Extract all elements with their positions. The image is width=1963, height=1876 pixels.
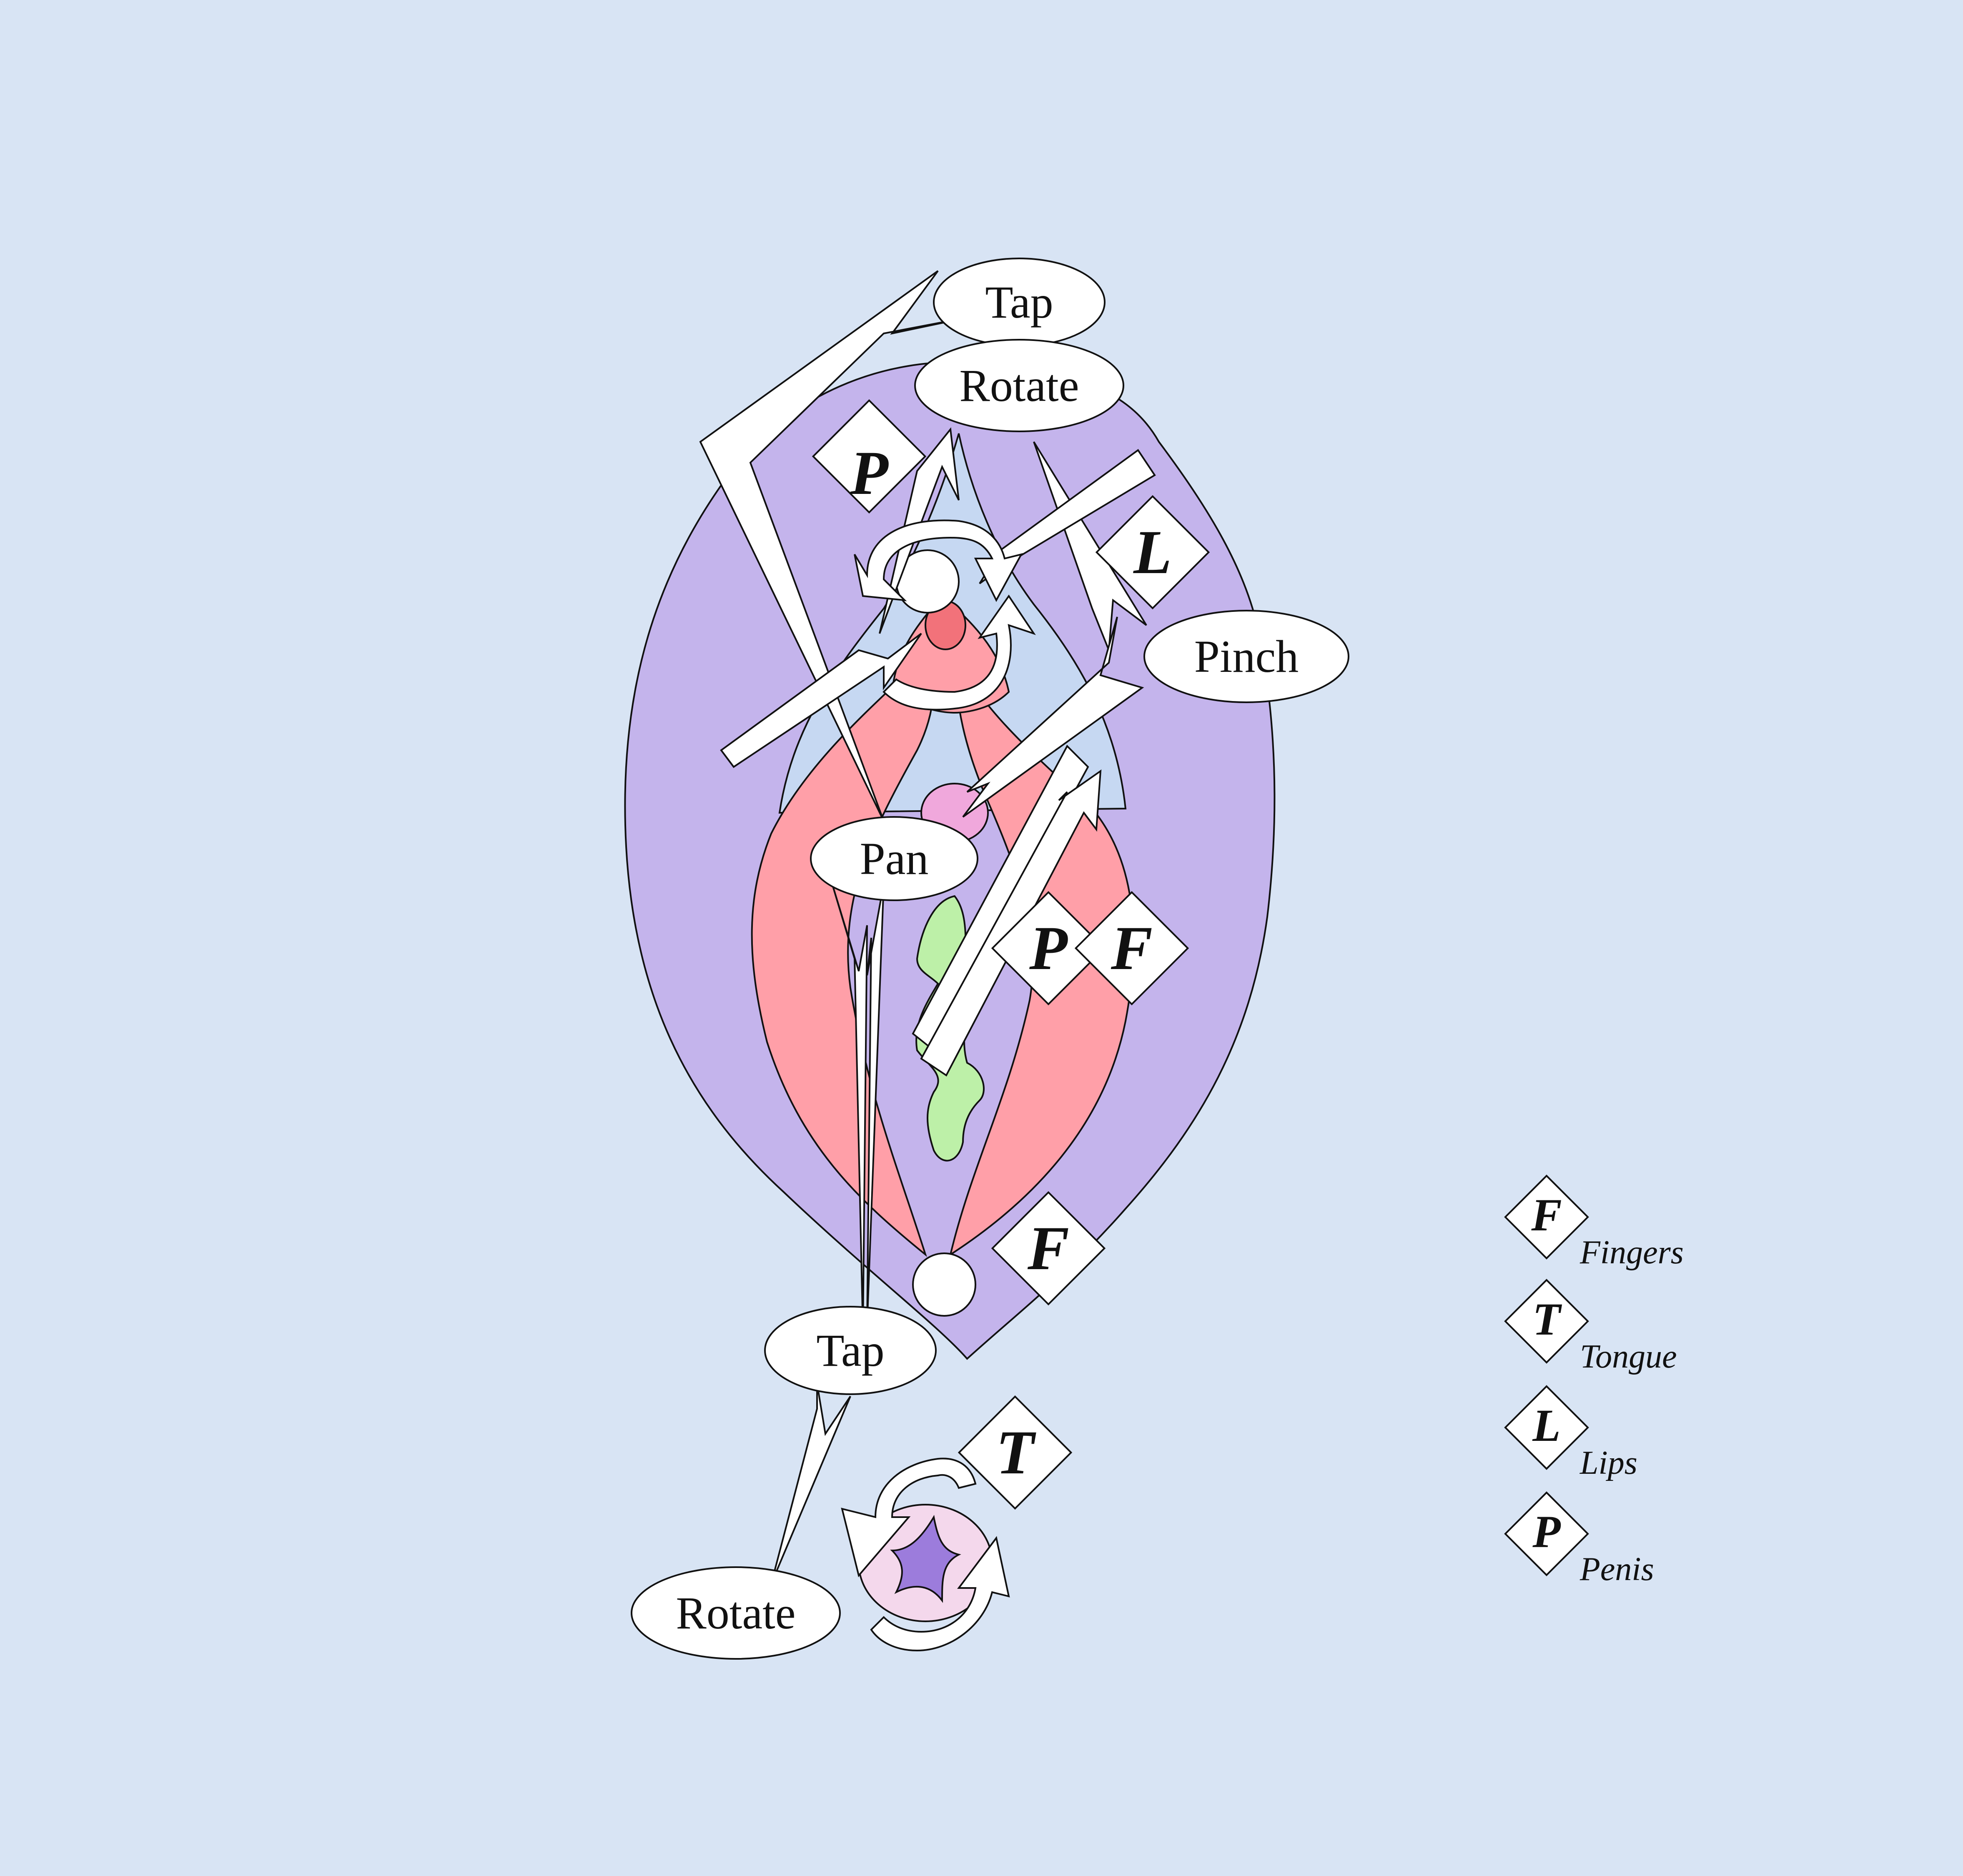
action-labels: Tap Rotate Pinch Pan Tap Rotate bbox=[631, 258, 1349, 1660]
legend-item-penis: P Penis bbox=[1504, 1491, 1654, 1588]
badge-f-mid: F bbox=[1074, 891, 1189, 1006]
pan-arrow-left bbox=[829, 875, 868, 1330]
badge-p-mid: P bbox=[991, 891, 1106, 1006]
label-pinch: Pinch bbox=[1143, 610, 1349, 703]
rotate-top-arrow-left bbox=[879, 427, 960, 634]
anus-rotate-arrow-bottom bbox=[870, 1536, 1010, 1652]
tap-bottom-arrow bbox=[770, 1383, 851, 1584]
legend-item-fingers-label: Fingers bbox=[1579, 1234, 1684, 1271]
tap-top-zigzag-arrow bbox=[699, 270, 972, 822]
label-pan-text: Pan bbox=[860, 833, 929, 884]
label-rotate-bottom: Rotate bbox=[631, 1566, 841, 1660]
badges: P L P F F T bbox=[812, 399, 1210, 1510]
badge-p-mid-text: P bbox=[1029, 914, 1068, 983]
rotate-circle-arrow-top bbox=[854, 519, 1023, 602]
legend-item-fingers-letter: F bbox=[1531, 1190, 1562, 1240]
parallel-bar-right bbox=[920, 769, 1102, 1077]
legend-item-penis-letter: P bbox=[1532, 1506, 1561, 1557]
badge-t-bottom: T bbox=[958, 1395, 1073, 1510]
rotate-top-arrow-right bbox=[1033, 441, 1147, 651]
legend-item-fingers: F Fingers bbox=[1504, 1175, 1684, 1271]
legend-item-penis-label: Penis bbox=[1579, 1551, 1654, 1588]
badge-p-top: P bbox=[812, 399, 927, 514]
label-rotate-bottom-text: Rotate bbox=[676, 1588, 795, 1638]
badge-f-mid-text: F bbox=[1111, 914, 1153, 983]
pinch-arrow bbox=[962, 616, 1144, 818]
label-rotate-top-text: Rotate bbox=[959, 360, 1079, 411]
badge-f-bottom-text: F bbox=[1027, 1214, 1069, 1283]
badge-t-bottom-text: T bbox=[996, 1418, 1036, 1487]
legend-item-tongue-label: Tongue bbox=[1580, 1338, 1677, 1375]
label-pan: Pan bbox=[810, 816, 978, 901]
badge-l-right-text: L bbox=[1133, 518, 1172, 587]
gesture-arrows bbox=[699, 270, 1156, 1652]
legend-item-tongue-letter: T bbox=[1532, 1294, 1562, 1345]
label-tap-top: Tap bbox=[933, 258, 1106, 347]
badge-p-top-text: P bbox=[850, 438, 889, 508]
diagonal-bar-lower bbox=[720, 633, 922, 768]
label-tap-bottom: Tap bbox=[764, 1306, 937, 1395]
legend-item-lips: L Lips bbox=[1504, 1385, 1637, 1481]
legend: F Fingers T Tongue L Lips P Penis bbox=[1504, 1175, 1684, 1588]
left-labium-shape bbox=[751, 648, 935, 1257]
label-tap-top-text: Tap bbox=[985, 277, 1053, 328]
anus-rotate-arrow-top bbox=[841, 1458, 977, 1578]
legend-item-lips-letter: L bbox=[1532, 1400, 1560, 1451]
label-tap-bottom-text: Tap bbox=[816, 1325, 884, 1376]
legend-item-lips-label: Lips bbox=[1579, 1445, 1637, 1481]
rotate-circle-arrow-bottom bbox=[882, 594, 1036, 711]
pan-arrow-right bbox=[866, 883, 885, 1326]
label-rotate-top: Rotate bbox=[914, 339, 1124, 432]
badge-l-right: L bbox=[1095, 495, 1210, 610]
label-pinch-text: Pinch bbox=[1194, 631, 1299, 682]
anus-center-shape bbox=[890, 1515, 961, 1603]
bottom-circle-shape bbox=[912, 1252, 976, 1317]
badge-f-bottom: F bbox=[991, 1191, 1106, 1306]
legend-item-tongue: T Tongue bbox=[1504, 1279, 1677, 1375]
